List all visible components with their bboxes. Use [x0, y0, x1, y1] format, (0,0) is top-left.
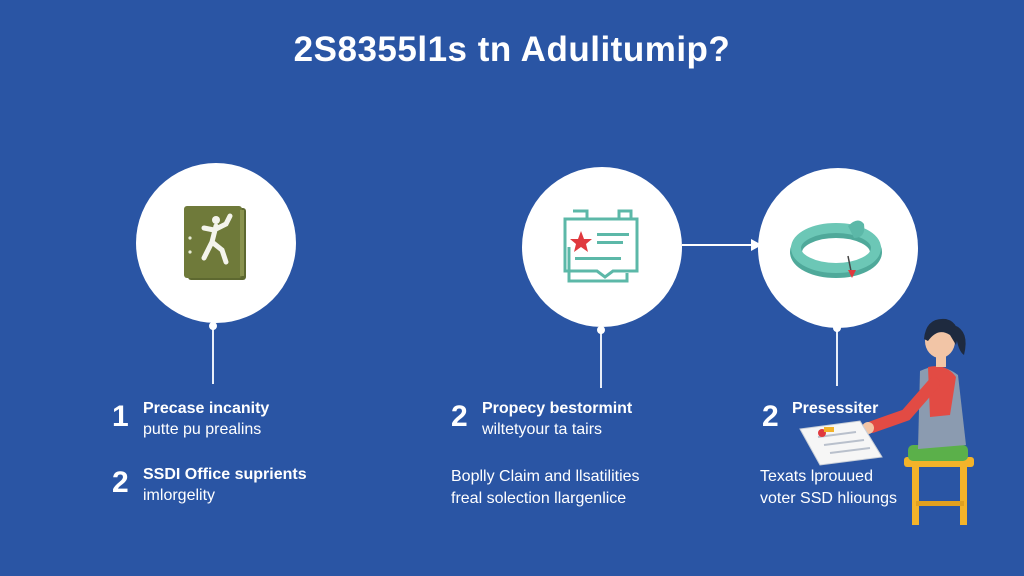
step-3-connector [833, 324, 841, 386]
connector-arrow [682, 239, 762, 251]
step-1-number: 1 [112, 400, 129, 433]
woman-reading-illustration [799, 318, 974, 525]
step-1-connector [209, 322, 217, 384]
page-title: 2S8355l1s tn Adulitumip? [293, 30, 731, 69]
step-3-number: 2 [762, 400, 779, 433]
row2-col3-line2: voter SSD hlioungs [760, 490, 897, 507]
step-3-circle [758, 168, 918, 328]
row2-col1-title: SSDI Office suprients [143, 466, 307, 483]
row2-col1-number: 2 [112, 466, 129, 499]
step-2-title: Propecy bestormint [482, 400, 633, 417]
running-person-book-icon [184, 206, 246, 280]
ring-band-icon [790, 220, 882, 278]
row2-col3-line1: Texats lprouued [760, 468, 873, 485]
row2-col2-text: Boplly Claim and llsatilities freal sole… [451, 466, 640, 510]
step-2-connector [597, 326, 605, 388]
step-3-text: Presessiter [792, 398, 878, 419]
certificate-document-icon [563, 209, 639, 283]
step-2-subtitle: wiltetyour ta tairs [482, 421, 603, 438]
step-1-subtitle: putte pu prealins [143, 421, 262, 438]
step-2-number: 2 [451, 400, 468, 433]
row2-col2-line2: freal solection llargenlice [451, 490, 627, 507]
row2-col1-text: SSDI Office suprients imlorgelity [143, 464, 307, 506]
step-3-title: Presessiter [792, 400, 879, 417]
step-1-circle [136, 163, 296, 323]
row2-col1-subtitle: imlorgelity [143, 487, 216, 504]
row2-col2-line1: Boplly Claim and llsatilities [451, 468, 640, 485]
step-2-text: Propecy bestormint wiltetyour ta tairs [482, 398, 632, 440]
step-2-circle [522, 167, 682, 327]
step-1-title: Precase incanity [143, 400, 270, 417]
step-1-text: Precase incanity putte pu prealins [143, 398, 269, 440]
row2-col3-text: Texats lprouued voter SSD hlioungs [760, 466, 897, 510]
